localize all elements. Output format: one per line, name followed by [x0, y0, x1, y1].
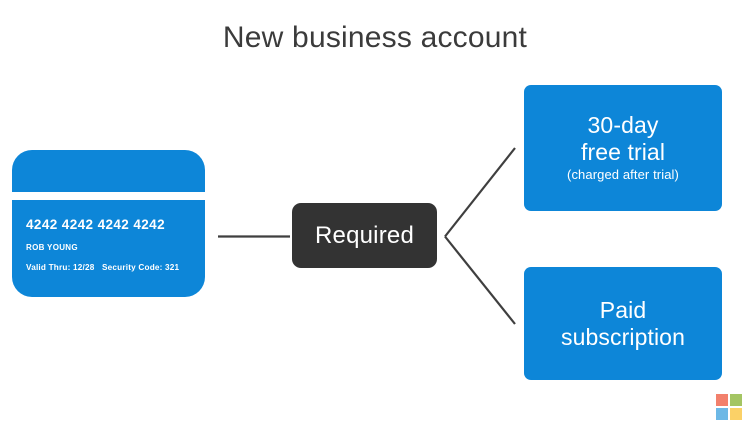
- microsoft-logo-square-blue: [716, 408, 728, 420]
- microsoft-logo-square-green: [730, 394, 742, 406]
- credit-card-illustration: 4242 4242 4242 4242 ROB YOUNG Valid Thru…: [12, 150, 205, 297]
- card-body-band: [12, 200, 205, 297]
- outcome-trial-line-2: free trial: [580, 139, 666, 165]
- required-node: Required: [292, 203, 437, 268]
- microsoft-logo-square-yellow: [730, 408, 742, 420]
- outcome-paid-line-2: subscription: [561, 323, 685, 350]
- outcome-box-paid-subscription: Paid subscription: [524, 267, 722, 380]
- microsoft-logo: [716, 394, 742, 420]
- card-top-band: [12, 150, 205, 192]
- outcome-trial-note: (charged after trial): [567, 167, 679, 182]
- connector-required-to-paid: [444, 235, 516, 325]
- microsoft-logo-square-red: [716, 394, 728, 406]
- connector-required-to-trial: [444, 147, 516, 238]
- outcome-box-free-trial: 30-day free trial (charged after trial): [524, 85, 722, 211]
- required-node-label: Required: [315, 221, 414, 249]
- outcome-trial-line-1: 30-day: [587, 112, 659, 138]
- card-number-text: 4242 4242 4242 4242: [26, 217, 165, 232]
- card-security-code: Security Code: 321: [102, 263, 180, 272]
- card-valid-thru: Valid Thru: 12/28: [26, 263, 95, 272]
- page-title: New business account: [222, 21, 528, 54]
- card-holder-name: ROB YOUNG: [26, 243, 78, 252]
- outcome-paid-line-1: Paid: [599, 296, 647, 323]
